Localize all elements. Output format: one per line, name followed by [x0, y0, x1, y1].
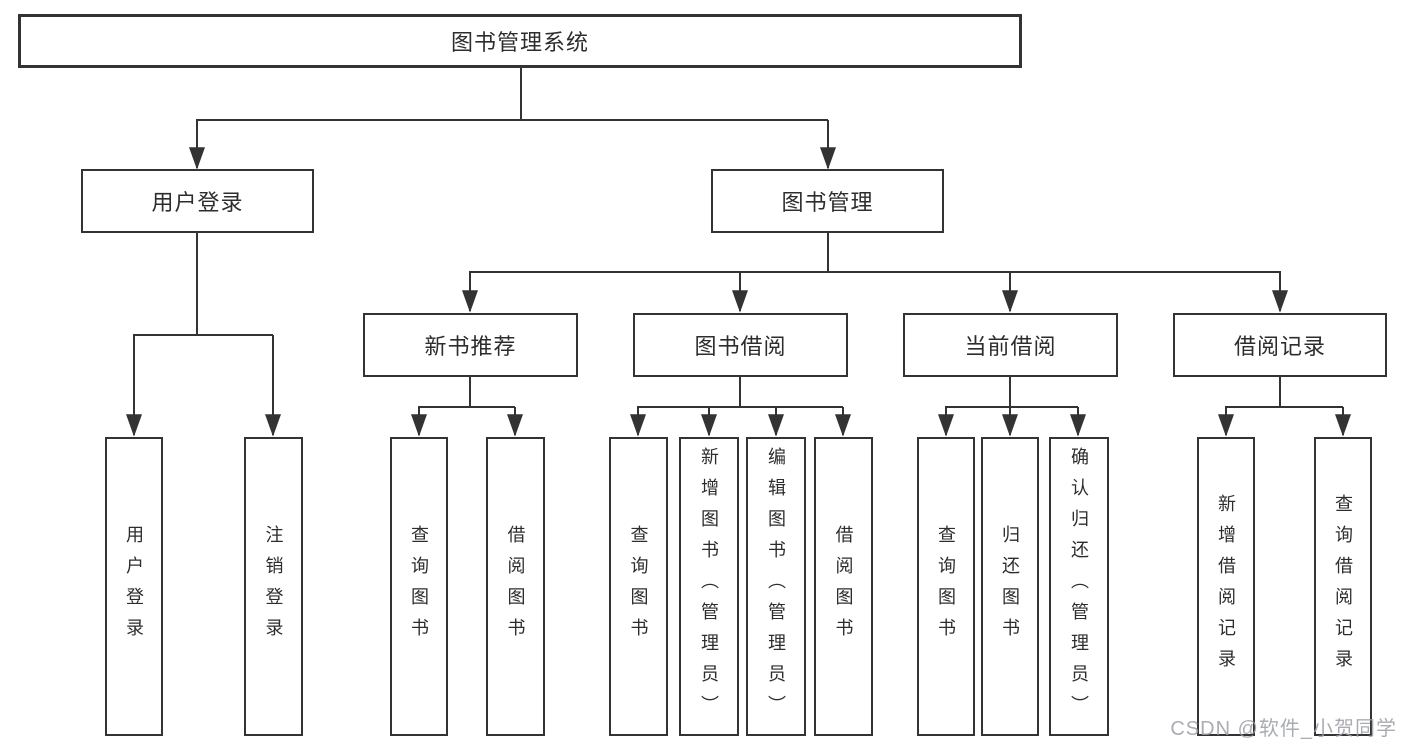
leaf-borrow-query-books-label: 查询图书 — [628, 524, 649, 649]
leaf-current-confirm-return-admin: 确认归还（管理员） — [1049, 437, 1109, 736]
leaf-user-login: 用户登录 — [105, 437, 163, 736]
leaf-logout: 注销登录 — [244, 437, 303, 736]
leaf-records-query-record-label: 查询借阅记录 — [1333, 493, 1353, 680]
leaf-borrow-query-books: 查询图书 — [609, 437, 668, 736]
node-book-borrow: 图书借阅 — [633, 313, 848, 377]
node-current-borrow: 当前借阅 — [903, 313, 1118, 377]
leaf-borrow-borrow-books-label: 借阅图书 — [833, 524, 854, 649]
leaf-newbook-borrow-books: 借阅图书 — [486, 437, 545, 736]
csdn-watermark: CSDN @软件_小贺同学 — [1170, 718, 1397, 740]
node-new-book-recommend: 新书推荐 — [363, 313, 578, 377]
leaf-borrow-edit-books-admin-label: 编辑图书（管理员） — [766, 447, 786, 726]
leaf-borrow-borrow-books: 借阅图书 — [814, 437, 873, 736]
leaf-newbook-borrow-books-label: 借阅图书 — [505, 524, 526, 649]
leaf-current-return-books-label: 归还图书 — [1000, 524, 1020, 649]
leaf-records-add-record: 新增借阅记录 — [1197, 437, 1255, 736]
leaf-current-return-books: 归还图书 — [981, 437, 1039, 736]
leaf-newbook-query-books: 查询图书 — [390, 437, 448, 736]
node-borrow-records: 借阅记录 — [1173, 313, 1387, 377]
leaf-records-add-record-label: 新增借阅记录 — [1216, 493, 1236, 680]
leaf-current-confirm-return-admin-label: 确认归还（管理员） — [1069, 447, 1089, 726]
leaf-current-query-books-label: 查询图书 — [936, 524, 956, 649]
leaf-borrow-edit-books-admin: 编辑图书（管理员） — [746, 437, 806, 736]
leaf-newbook-query-books-label: 查询图书 — [409, 524, 429, 649]
node-user-login: 用户登录 — [81, 169, 314, 233]
node-book-management: 图书管理 — [711, 169, 944, 233]
leaf-current-query-books: 查询图书 — [917, 437, 975, 736]
leaf-borrow-add-books-admin-label: 新增图书（管理员） — [699, 447, 719, 726]
node-library-management-system: 图书管理系统 — [18, 14, 1022, 68]
leaf-logout-label: 注销登录 — [263, 524, 284, 649]
leaf-user-login-label: 用户登录 — [124, 524, 144, 649]
leaf-borrow-add-books-admin: 新增图书（管理员） — [679, 437, 739, 736]
leaf-records-query-record: 查询借阅记录 — [1314, 437, 1372, 736]
